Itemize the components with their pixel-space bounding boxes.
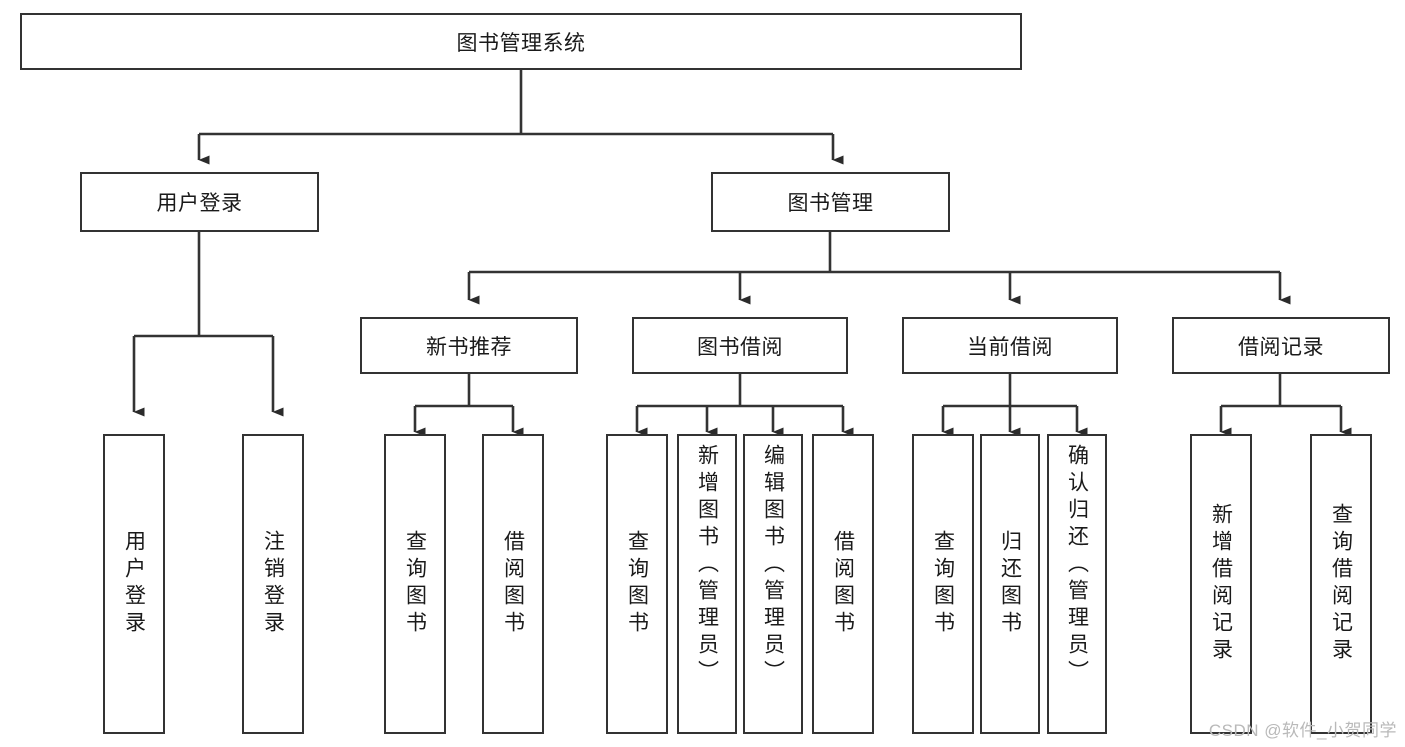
leaf-add-book-label: 新增图书（管理员） <box>695 444 719 687</box>
node-book-borrow[interactable]: 图书借阅 <box>632 317 848 374</box>
node-current-borrow[interactable]: 当前借阅 <box>902 317 1118 374</box>
leaf-add-record[interactable]: 新增借阅记录 <box>1190 434 1252 734</box>
leaf-query-book-2[interactable]: 查询图书 <box>606 434 668 734</box>
leaf-borrow-book-1[interactable]: 借阅图书 <box>482 434 544 734</box>
leaf-query-book-3[interactable]: 查询图书 <box>912 434 974 734</box>
leaf-borrow-book-2-label: 借阅图书 <box>831 530 855 638</box>
leaf-edit-book[interactable]: 编辑图书（管理员） <box>743 434 803 734</box>
node-borrow-record[interactable]: 借阅记录 <box>1172 317 1390 374</box>
node-current-borrow-label: 当前借阅 <box>967 335 1053 359</box>
leaf-borrow-book-2[interactable]: 借阅图书 <box>812 434 874 734</box>
csdn-watermark: CSDN @软件_小贺同学 <box>1208 721 1397 740</box>
node-borrow-record-label: 借阅记录 <box>1238 335 1324 359</box>
leaf-user-logout-label: 注销登录 <box>261 530 285 638</box>
node-root-label: 图书管理系统 <box>456 31 586 55</box>
leaf-query-book-2-label: 查询图书 <box>625 530 649 638</box>
leaf-query-record[interactable]: 查询借阅记录 <box>1310 434 1372 734</box>
node-user-login-label: 用户登录 <box>156 192 243 215</box>
node-user-login[interactable]: 用户登录 <box>80 172 319 232</box>
leaf-query-book-3-label: 查询图书 <box>931 530 955 638</box>
leaf-user-login-label: 用户登录 <box>122 530 146 638</box>
leaf-return-book-label: 归还图书 <box>998 530 1022 638</box>
node-book-manage-label: 图书管理 <box>787 192 874 215</box>
node-book-manage[interactable]: 图书管理 <box>711 172 950 232</box>
leaf-edit-book-label: 编辑图书（管理员） <box>761 444 785 687</box>
leaf-borrow-book-1-label: 借阅图书 <box>501 530 525 638</box>
leaf-query-book-1[interactable]: 查询图书 <box>384 434 446 734</box>
node-new-book-recommend-label: 新书推荐 <box>426 335 512 359</box>
leaf-add-record-label: 新增借阅记录 <box>1209 503 1233 665</box>
leaf-user-login[interactable]: 用户登录 <box>103 434 165 734</box>
leaf-confirm-return-label: 确认归还（管理员） <box>1065 444 1089 687</box>
leaf-return-book[interactable]: 归还图书 <box>980 434 1040 734</box>
leaf-confirm-return[interactable]: 确认归还（管理员） <box>1047 434 1107 734</box>
leaf-query-book-1-label: 查询图书 <box>403 530 427 638</box>
leaf-add-book[interactable]: 新增图书（管理员） <box>677 434 737 734</box>
node-root[interactable]: 图书管理系统 <box>20 13 1022 70</box>
node-new-book-recommend[interactable]: 新书推荐 <box>360 317 578 374</box>
leaf-query-record-label: 查询借阅记录 <box>1329 503 1353 665</box>
node-book-borrow-label: 图书借阅 <box>697 335 783 359</box>
leaf-user-logout[interactable]: 注销登录 <box>242 434 304 734</box>
